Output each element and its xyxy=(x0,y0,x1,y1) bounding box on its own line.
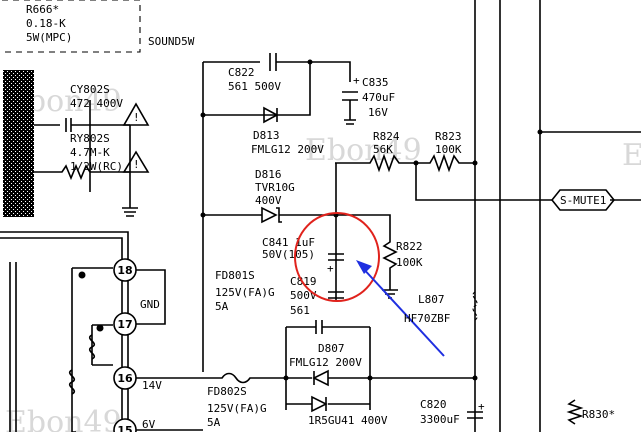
d813-part: FMLG12 200V xyxy=(251,143,324,156)
c822-value: 561 500V xyxy=(228,80,281,93)
d816-symbol xyxy=(261,206,278,224)
plus-mark: + xyxy=(327,262,334,275)
svg-text:15: 15 xyxy=(117,424,132,432)
pin-17-label: GND xyxy=(140,298,160,311)
r666-value: 0.18-K xyxy=(26,17,66,30)
svg-text:18: 18 xyxy=(117,264,132,277)
r824-ref: R824 xyxy=(373,130,400,143)
connector-bar xyxy=(9,262,17,432)
watermark: Eb xyxy=(622,138,641,173)
c835-value: 470uF xyxy=(362,91,395,104)
d813-ref: D813 xyxy=(253,129,280,142)
d813-symbol xyxy=(263,106,279,124)
watermark: Ebon49 xyxy=(5,405,122,432)
heatsink-block xyxy=(3,70,34,217)
c820-symbol xyxy=(467,411,483,419)
fd801s-current: 5A xyxy=(215,300,229,313)
c819-symbol xyxy=(328,291,344,299)
svg-text:17: 17 xyxy=(117,318,132,331)
r822-wire xyxy=(336,214,398,290)
fd802s-fuse xyxy=(203,372,286,384)
r666-ref: R666* xyxy=(26,3,59,16)
d816-part: TVR10G xyxy=(255,181,295,194)
c841-value: 50V(105) xyxy=(262,248,315,261)
c841-symbol xyxy=(328,253,344,261)
c835: + C835 470uF 16V xyxy=(342,74,395,125)
r824-value: 56K xyxy=(373,143,393,156)
d807-ref: D807 xyxy=(318,342,345,355)
smute-wire xyxy=(415,163,552,201)
d807-rails xyxy=(285,327,371,410)
connector-outline xyxy=(0,237,123,432)
l807-symbol xyxy=(472,291,478,321)
fd802s-rating: 125V(FA)G xyxy=(207,402,267,415)
r822-value: 100K xyxy=(396,256,423,269)
watermark: Ebon49 xyxy=(305,133,422,168)
l807-part: HF70ZBF xyxy=(404,312,450,325)
cy802s-ref: CY802S xyxy=(70,83,110,96)
fd801s-ref: FD801S xyxy=(215,269,255,282)
c841-ref: C841 1uF xyxy=(262,236,315,249)
pointer-arrow xyxy=(359,264,445,357)
c835-rating: 16V xyxy=(368,106,388,119)
ry802s-ref: RY802S xyxy=(70,132,110,145)
pin-bracket xyxy=(91,324,113,366)
pin-17: 17 xyxy=(113,312,137,336)
coil-bracket xyxy=(88,334,96,360)
r822-ref: R822 xyxy=(396,240,423,253)
d816-rating: 400V xyxy=(255,194,282,207)
c835-ref: C835 xyxy=(362,76,389,89)
c822-wire xyxy=(203,53,351,82)
s-mute-label: S-MUTE1 xyxy=(560,194,606,207)
r823-ref: R823 xyxy=(435,130,462,143)
pin-link xyxy=(136,269,166,325)
d-bottom-symbol xyxy=(311,395,328,413)
pin-15-label: 6V xyxy=(142,418,156,431)
sound5w-label: SOUND5W xyxy=(148,35,195,48)
highlight-circle xyxy=(294,212,380,302)
fd802s-ref: FD802S xyxy=(207,385,247,398)
pin-16: 16 xyxy=(113,366,137,390)
r830-symbol xyxy=(566,399,584,425)
d807-cap xyxy=(286,320,370,334)
c822-ref: C822 xyxy=(228,66,255,79)
r823-value: 100K xyxy=(435,143,462,156)
c819-ref: C819 xyxy=(290,275,317,288)
ry802s-value: 4.7M-K xyxy=(70,146,110,159)
d813-wire xyxy=(203,62,311,116)
r666-rating: 5W(MPC) xyxy=(26,31,72,44)
connector-outline xyxy=(0,231,129,432)
c819-value: 500V xyxy=(290,289,317,302)
d807-part: FMLG12 200V xyxy=(289,356,362,369)
cy802s-value: 472 400V xyxy=(70,97,123,110)
pin-16-label: 14V xyxy=(142,379,162,392)
pin-18: 18 xyxy=(113,258,137,282)
connector-line xyxy=(71,268,76,432)
d807-symbol xyxy=(312,369,329,387)
svg-text:16: 16 xyxy=(117,372,133,385)
ry802s-rating: 1/2W(RC) xyxy=(70,160,123,173)
arrow-head xyxy=(356,260,372,274)
plus-mark: + xyxy=(478,400,485,413)
plus-mark: + xyxy=(353,74,360,87)
d816-ref: D816 xyxy=(255,168,282,181)
s-mute-tag xyxy=(550,189,616,211)
r666-block: R666* 0.18-K 5W(MPC) SOUND5W xyxy=(2,0,195,53)
c819-value2: 561 xyxy=(290,304,310,317)
warning-mark: ! xyxy=(133,158,140,171)
d-bottom-part: 1R5GU41 400V xyxy=(308,414,388,427)
r830-ref: R830* xyxy=(582,408,615,421)
cy802s-ry802s: ! ! CY802S 472 400V RY802S 4.7M-K 1/2W(R… xyxy=(34,83,150,217)
c820-ref: C820 xyxy=(420,398,447,411)
fd802s-current: 5A xyxy=(207,416,221,429)
coil-left xyxy=(68,369,76,395)
fd801s-rating: 125V(FA)G xyxy=(215,286,275,299)
warning-mark: ! xyxy=(133,111,140,124)
l807-ref: L807 xyxy=(418,293,445,306)
c820-value: 3300uF xyxy=(420,413,460,426)
